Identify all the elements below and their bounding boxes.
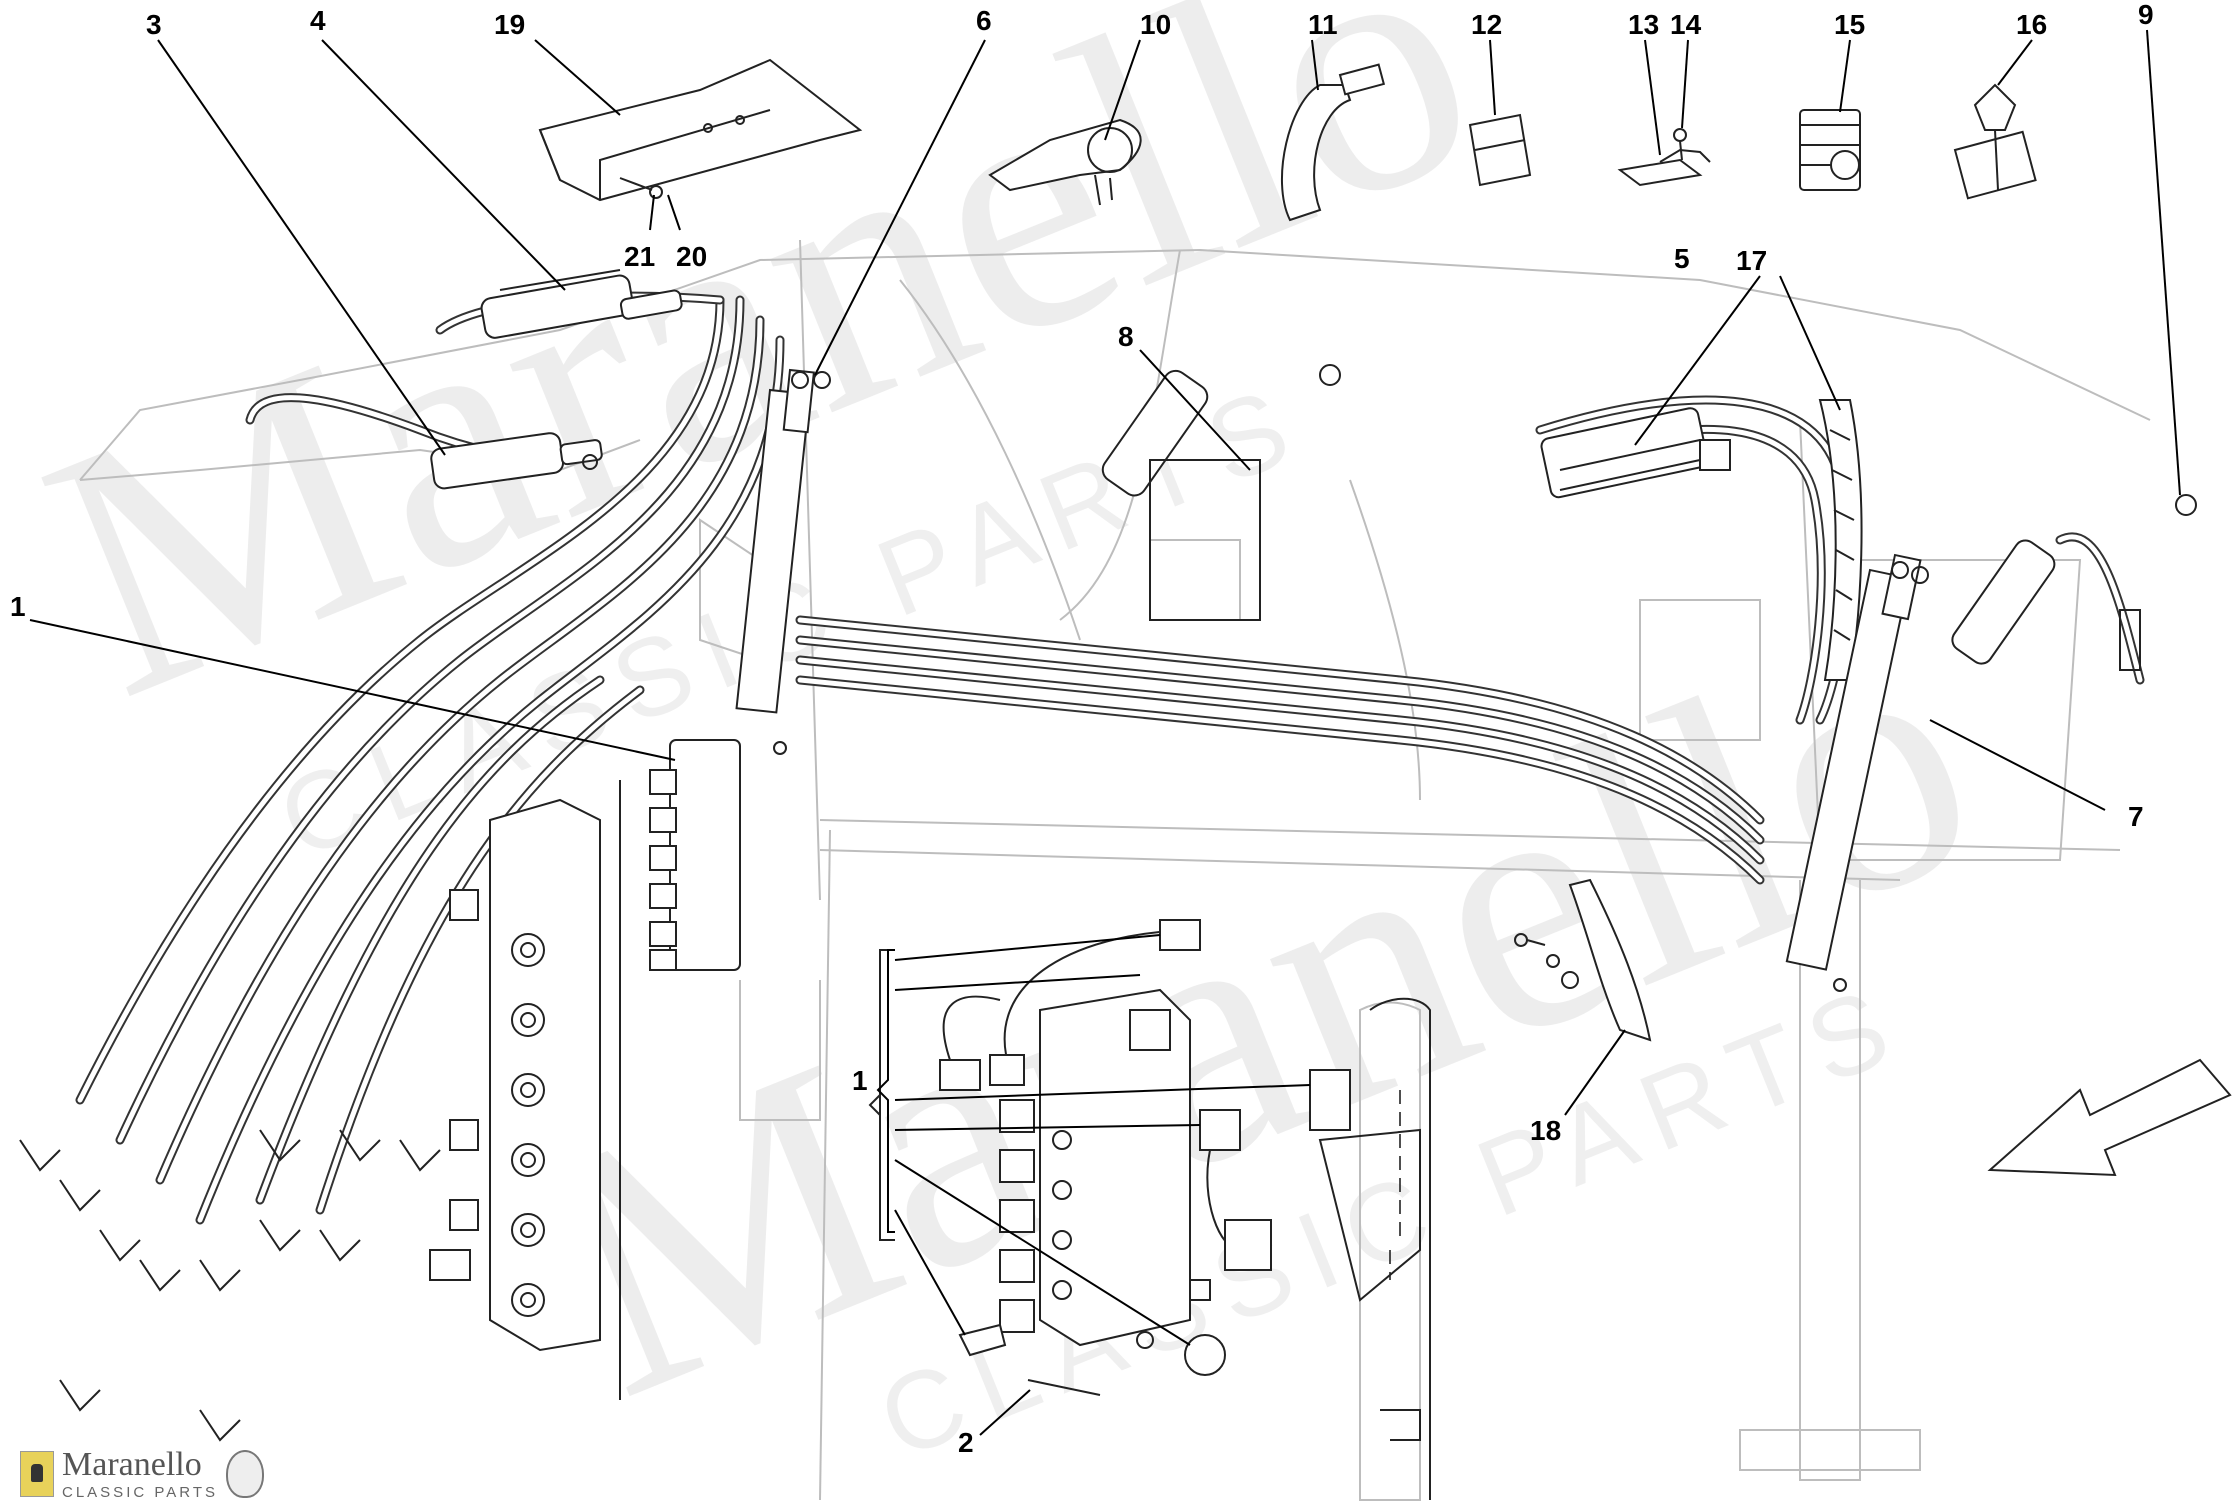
part-1-bracket	[876, 934, 1311, 1346]
direction-arrow	[1987, 1058, 2232, 1177]
pipe-end-fittings	[19, 1129, 441, 1442]
callout-10: 10	[1140, 9, 1171, 40]
part-3-cylinder	[430, 432, 603, 490]
callout-18: 18	[1530, 1115, 1561, 1146]
callout-1-main: 1	[10, 591, 26, 622]
part-13-bracket	[1617, 148, 1711, 187]
callout-5: 5	[1674, 243, 1690, 274]
left-mounting-plate	[429, 780, 621, 1400]
part-7-strut	[1785, 553, 1929, 992]
callout-3: 3	[146, 9, 162, 40]
callout-14: 14	[1670, 9, 1702, 40]
part-18-strap	[1514, 878, 1652, 1042]
part-8-cylinder	[1101, 364, 1341, 621]
callout-15: 15	[1834, 9, 1865, 40]
part-15-clip	[1799, 109, 1861, 191]
callout-7: 7	[2128, 801, 2144, 832]
pillar-detail	[1318, 997, 1431, 1500]
callout-17: 17	[1736, 245, 1767, 276]
callout-21: 21	[624, 241, 655, 272]
callout-8: 8	[1118, 321, 1134, 352]
maranello-logo: Maranello CLASSIC PARTS	[20, 1448, 264, 1500]
callout-6: 6	[976, 5, 992, 36]
leader-lines	[29, 29, 2181, 1436]
callout-1-exploded: 1	[852, 1065, 868, 1096]
part-4-cylinder	[480, 269, 683, 339]
callout-20: 20	[676, 241, 707, 272]
callout-labels: 1 1 2 3 4 5 6 7 8 9 10 11 12 13 14 15 16…	[10, 0, 2154, 1458]
part-1-valve-block-installed	[649, 739, 741, 971]
callout-4: 4	[310, 5, 326, 36]
maserati-badge-icon	[225, 1450, 264, 1498]
callout-13: 13	[1628, 9, 1659, 40]
part-9-cylinder	[1951, 494, 2197, 671]
part-16-clip	[1953, 83, 2037, 200]
callout-16: 16	[2016, 9, 2047, 40]
part-6-strut	[735, 368, 831, 755]
part-5-block	[1540, 407, 1731, 499]
logo-text: Maranello CLASSIC PARTS	[62, 1446, 218, 1501]
part-11-tie	[1281, 63, 1386, 222]
callout-19: 19	[494, 9, 525, 40]
logo-name: Maranello	[62, 1446, 202, 1483]
part-1-valve-block-exploded	[868, 919, 1351, 1396]
logo-subtitle: CLASSIC PARTS	[62, 1484, 218, 1501]
part-14-screw	[1673, 128, 1687, 161]
part-19-cover	[538, 58, 863, 202]
callout-12: 12	[1471, 9, 1502, 40]
callout-2: 2	[958, 1427, 974, 1458]
callout-9: 9	[2138, 0, 2154, 30]
ferrari-shield-icon	[20, 1451, 54, 1497]
callout-11: 11	[1308, 9, 1338, 40]
part-12-clip	[1468, 113, 1532, 187]
